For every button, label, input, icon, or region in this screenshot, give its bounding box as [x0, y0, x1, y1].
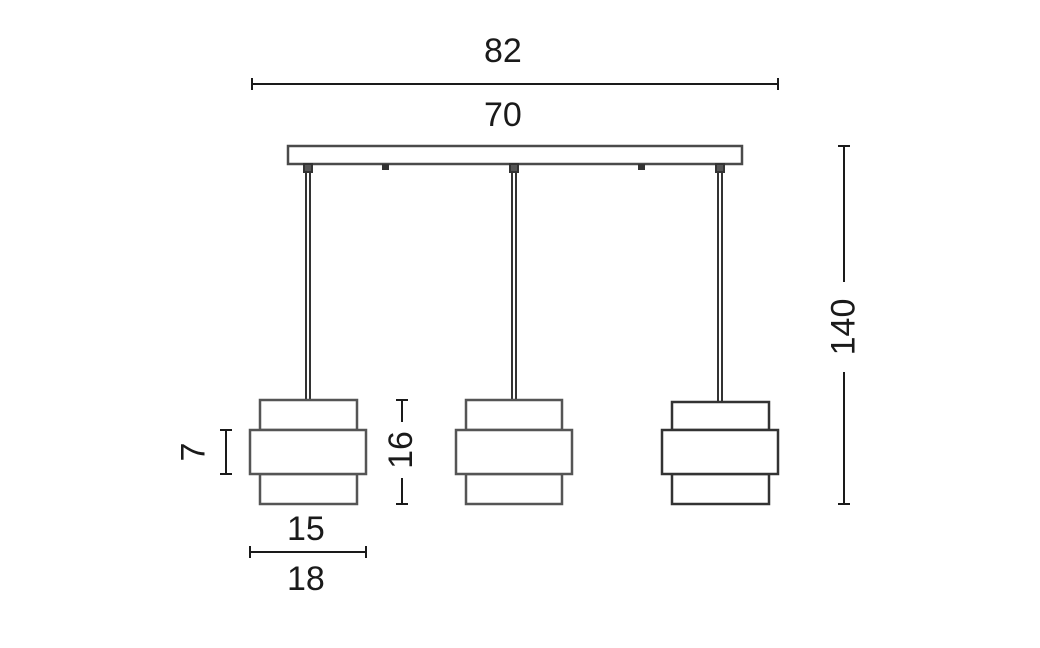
- lamp-shade-left: [248, 398, 368, 506]
- suspension-cables: [303, 163, 725, 402]
- lamp-shade-middle: [454, 398, 574, 506]
- total-height-label: 140: [824, 298, 863, 356]
- band-height-dimension: [220, 429, 232, 475]
- band-height-label: 7: [174, 442, 213, 462]
- canopy-width-label: 70: [484, 96, 522, 134]
- overall-width-label: 82: [484, 32, 522, 70]
- shade-height-label: 16: [381, 431, 420, 469]
- shade-outer-diameter-label: 18: [287, 560, 325, 598]
- total-height-dimension: [838, 145, 850, 505]
- diameter-dimension: [249, 546, 367, 558]
- shade-height-dimension: [396, 399, 408, 505]
- lamp-shade-right: [660, 400, 780, 506]
- shade-inner-diameter-label: 15: [287, 510, 325, 548]
- overall-width-dimension: [251, 78, 779, 90]
